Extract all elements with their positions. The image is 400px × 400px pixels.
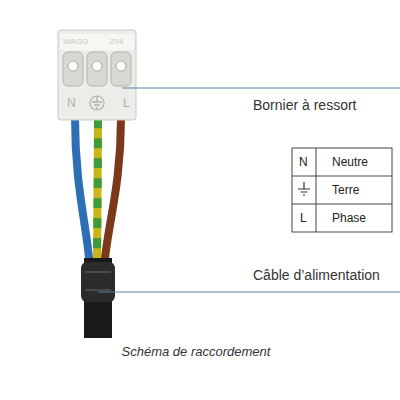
table-cell: Terre [332, 184, 359, 196]
terminal-letter: L [123, 97, 130, 109]
table-ground-symbol [298, 182, 310, 195]
brand-mark: WAGO [63, 38, 88, 46]
part-label: Bornier à ressort [253, 98, 356, 112]
heat-shrink-ridge [85, 272, 111, 290]
terminal-holes [68, 61, 126, 71]
earth-wire [97, 118, 98, 270]
caption: Schéma de raccordement [122, 345, 271, 358]
neutral-wire [75, 118, 90, 270]
table-cell: N [299, 156, 308, 168]
leader-line [122, 88, 400, 89]
block-ground-symbol [90, 96, 104, 110]
terminal-slots [63, 52, 131, 86]
heat-shrink [81, 262, 115, 302]
earth-wire-stripe [97, 118, 98, 270]
phase-wire [104, 118, 121, 270]
terminal-letter: N [67, 97, 76, 109]
spring-terminal-block [58, 30, 136, 120]
key-table [292, 148, 392, 232]
table-cell: Neutre [332, 156, 368, 168]
table-cell: L [300, 212, 307, 224]
part-label: Câble d’alimentation [253, 268, 380, 282]
model-number: 294 [110, 38, 123, 46]
terminal-top [60, 34, 134, 50]
leader-line [98, 292, 400, 293]
table-cell: Phase [332, 212, 366, 224]
